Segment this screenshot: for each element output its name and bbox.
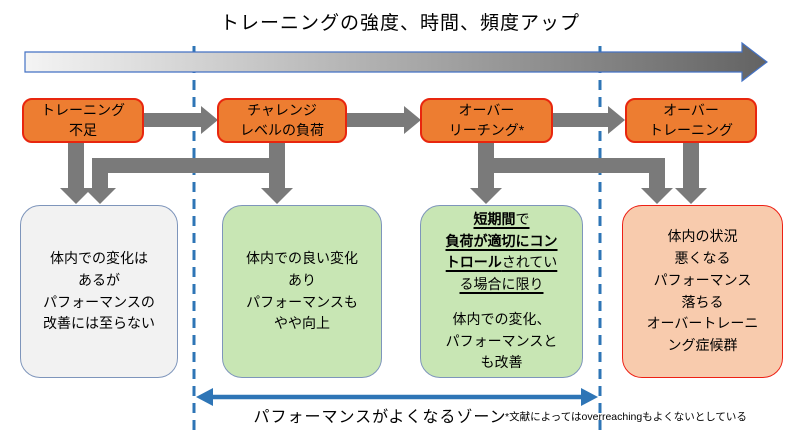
- timeline-gradient-arrow: [24, 41, 768, 83]
- elbow-shaft-left: [92, 158, 108, 188]
- stage-box-challenge-load: チャレンジ レベルの負荷: [217, 98, 347, 143]
- outcome-condition-text: 短期間で 負荷が適切にコン トロールされてい る場合に限り: [446, 209, 558, 296]
- overreaching-footnote: *文献によってはoverreachingもよくないとしている: [505, 411, 747, 423]
- condition-bold-1: 短期間: [473, 211, 516, 228]
- down-arrow-stage2: [261, 143, 293, 204]
- performance-zone-label: パフォーマンスがよくなるゾーン: [253, 409, 507, 426]
- elbow-bar-right: [478, 158, 665, 173]
- elbow-bar-left: [92, 158, 285, 173]
- zone-double-arrow-right-head: [581, 388, 598, 406]
- stage-box-training-insufficient: トレーニング 不足: [22, 98, 144, 143]
- condition-bold-2: 負荷が適切にコン トロール: [445, 232, 558, 271]
- elbow-shaft-right: [649, 158, 665, 188]
- condition-regular-1: で: [515, 211, 530, 228]
- elbow-head-left: [84, 188, 116, 204]
- stage-box-overreaching: オーバー リーチング*: [420, 98, 553, 143]
- stage-arrow-2-3: [347, 106, 421, 134]
- stage-arrow-1-2: [143, 106, 218, 134]
- down-arrow-stage1: [60, 143, 92, 204]
- elbow-head-right: [641, 188, 673, 204]
- outcome-result-text: 体内での変化、 パフォーマンスと も改善: [445, 310, 558, 371]
- stage-box-overtraining: オーバー トレーニング: [625, 98, 757, 143]
- outcome-box-no-improvement: 体内での変化は あるが パフォーマンスの 改善には至らない: [20, 205, 178, 378]
- down-arrow-stage4: [675, 143, 707, 204]
- condition-regular-2: されてい る場合に限り: [459, 254, 558, 293]
- zone-double-arrow-left-head: [196, 388, 213, 406]
- outcome-box-overtraining-syndrome: 体内の状況 悪くなる パフォーマンス 落ちる オーバートレーニ ング症候群: [622, 205, 783, 378]
- stage-arrow-3-4: [553, 106, 625, 134]
- down-arrow-stage3: [470, 143, 502, 204]
- diagram-title: トレーニングの強度、時間、頻度アップ: [219, 13, 580, 34]
- outcome-box-conditional-improvement: 短期間で 負荷が適切にコン トロールされてい る場合に限り 体内での変化、 パフ…: [420, 205, 583, 378]
- outcome-box-slight-improvement: 体内での良い変化 あり パフォーマンスも やや向上: [222, 205, 382, 378]
